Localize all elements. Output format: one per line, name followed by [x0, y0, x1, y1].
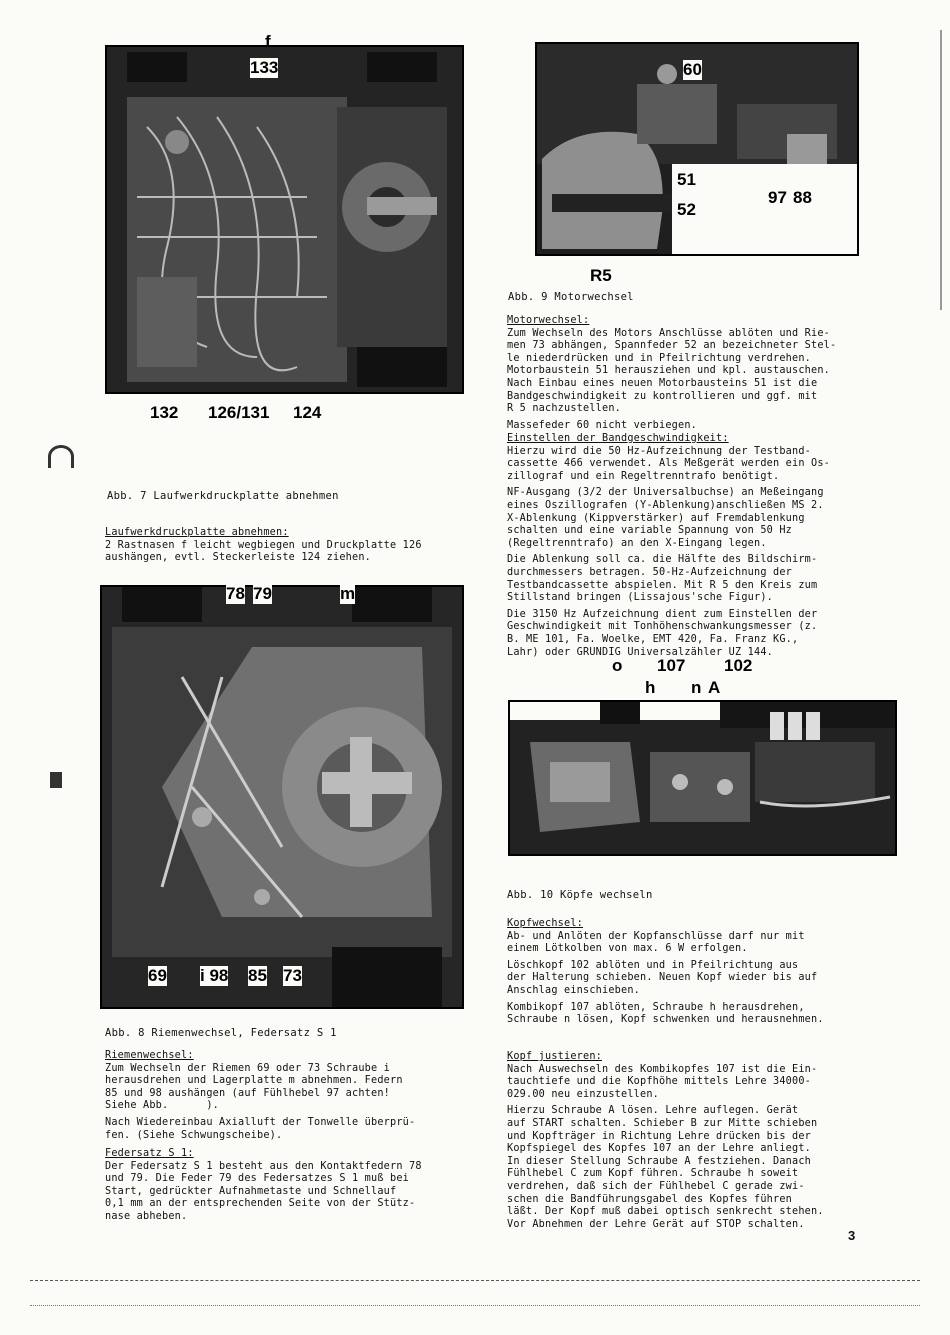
- label-102: 102: [724, 656, 753, 675]
- heading-federsatz: Federsatz S 1:: [105, 1148, 194, 1159]
- page-number: 3: [848, 1228, 856, 1243]
- heading-bandgeschwindigkeit: Einstellen der Bandgeschwindigkeit:: [507, 433, 729, 444]
- scan-rule-bottom: [30, 1280, 920, 1281]
- label-97: 97: [768, 188, 787, 207]
- caption-abb9: Abb. 9 Motorwechsel: [508, 291, 634, 303]
- motor-p2: Massefeder 60 nicht verbiegen.: [507, 419, 698, 431]
- mechanism-illustration: [102, 587, 462, 1007]
- label-52: 52: [677, 200, 696, 219]
- scan-rule-bottom-2: [30, 1305, 920, 1306]
- label-r5: R5: [590, 266, 612, 285]
- kopf-p2: Löschkopf 102 ablöten und in Pfeilrichtu…: [507, 959, 818, 996]
- text-federsatz: Der Federsatz S 1 besteht aus den Kontak…: [105, 1160, 422, 1222]
- label-126-131: 126/131: [208, 403, 270, 422]
- riemen-p1: Zum Wechseln der Riemen 69 oder 73 Schra…: [105, 1062, 403, 1112]
- label-i98: i 98: [200, 966, 229, 986]
- label-132: 132: [150, 403, 179, 422]
- caption-abb10: Abb. 10 Köpfe wechseln: [507, 889, 653, 901]
- band-p3: Die Ablenkung soll ca. die Hälfte des Bi…: [507, 554, 818, 604]
- section-federsatz: Federsatz S 1: Der Federsatz S 1 besteht…: [105, 1148, 465, 1228]
- figure-abb10-photo: [508, 700, 897, 856]
- caption-abb8: Abb. 8 Riemenwechsel, Federsatz S 1: [105, 1027, 337, 1039]
- caption-abb7: Abb. 7 Laufwerkdruckplatte abnehmen: [107, 490, 339, 502]
- riemen-p2: Nach Wiedereinbau Axialluft der Tonwelle…: [105, 1116, 416, 1141]
- heading-motorwechsel: Motorwechsel:: [507, 315, 590, 326]
- section-laufwerk: Laufwerkdruckplatte abnehmen: 2 Rastnase…: [105, 527, 465, 569]
- figure-abb8-photo: [100, 585, 464, 1009]
- scan-mark-1: [48, 445, 74, 468]
- label-133: 133: [250, 58, 279, 78]
- band-p2: NF-Ausgang (3/2 der Universalbuchse) an …: [507, 487, 824, 549]
- justieren-p1: Nach Auswechseln des Kombikopfes 107 ist…: [507, 1063, 818, 1100]
- band-p4: Die 3150 Hz Aufzeichnung dient zum Einst…: [507, 608, 818, 658]
- label-85: 85: [248, 966, 267, 986]
- label-A: A: [708, 678, 721, 697]
- scan-mark-2: [50, 772, 62, 788]
- band-p1: Hierzu wird die 50 Hz-Aufzeichnung der T…: [507, 445, 831, 482]
- section-riemenwechsel: Riemenwechsel: Zum Wechseln der Riemen 6…: [105, 1050, 465, 1146]
- label-o: o: [612, 656, 623, 675]
- label-107: 107: [657, 656, 686, 675]
- motor-p1: Zum Wechseln des Motors Anschlüsse ablöt…: [507, 327, 837, 415]
- label-124: 124: [293, 403, 322, 422]
- justieren-p2: Hierzu Schraube A lösen. Lehre auflegen.…: [507, 1105, 824, 1230]
- figure-abb7-photo: [105, 45, 464, 394]
- label-m: m: [340, 584, 356, 604]
- kopf-p3: Kombikopf 107 ablöten, Schraube h heraus…: [507, 1001, 824, 1026]
- heads-illustration: [510, 702, 895, 854]
- text-laufwerk: 2 Rastnasen f leicht wegbiegen und Druck…: [105, 539, 422, 564]
- section-kopfwechsel: Kopfwechsel: Ab- und Anlöten der Kopfans…: [507, 918, 877, 1031]
- label-69: 69: [148, 966, 167, 986]
- label-73: 73: [283, 966, 302, 986]
- label-79: 79: [253, 584, 272, 604]
- heading-kopfwechsel: Kopfwechsel:: [507, 918, 584, 929]
- heading-kopf-justieren: Kopf justieren:: [507, 1051, 603, 1062]
- pcb-illustration: [107, 47, 462, 392]
- kopf-p1: Ab- und Anlöten der Kopfanschlüsse darf …: [507, 930, 805, 955]
- label-78: 78: [226, 584, 245, 604]
- label-51: 51: [677, 170, 696, 189]
- heading-riemenwechsel: Riemenwechsel:: [105, 1050, 194, 1061]
- heading-laufwerk: Laufwerkdruckplatte abnehmen:: [105, 527, 289, 538]
- label-n: n: [691, 678, 702, 697]
- label-f: f: [265, 32, 271, 51]
- label-60: 60: [683, 60, 702, 80]
- label-88: 88: [793, 188, 812, 207]
- section-bandgeschwindigkeit: Einstellen der Bandgeschwindigkeit: Hier…: [507, 433, 877, 663]
- section-motorwechsel: Motorwechsel: Zum Wechseln des Motors An…: [507, 315, 877, 436]
- label-h: h: [645, 678, 656, 697]
- section-kopf-justieren: Kopf justieren: Nach Auswechseln des Kom…: [507, 1051, 877, 1235]
- scan-edge-right: [940, 30, 942, 310]
